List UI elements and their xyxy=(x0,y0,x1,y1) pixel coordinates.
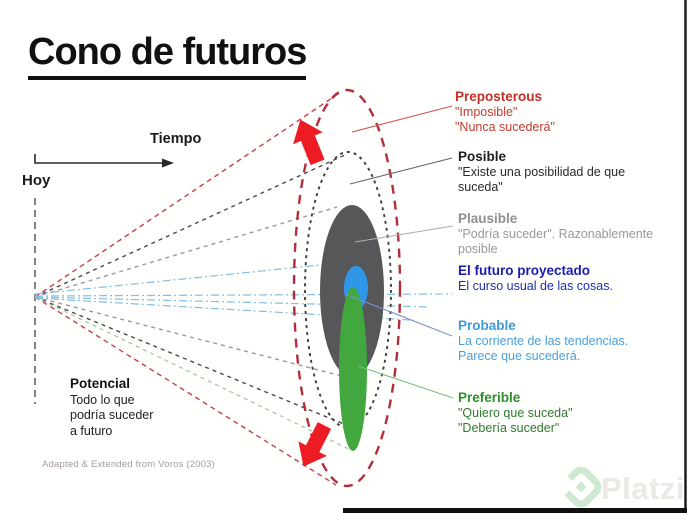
legend-line: "Quiero que suceda" xyxy=(458,406,573,421)
posible-ellipse xyxy=(304,151,392,429)
frame-bottom-bar xyxy=(343,508,687,513)
legend-line: "Imposible" xyxy=(455,105,518,120)
legend-plausible: Plausible "Podría suceder". Razonablemen… xyxy=(458,211,684,258)
platzi-watermark-text: Platzi xyxy=(601,471,685,506)
legend-title: Plausible xyxy=(458,211,518,226)
potential-line: Todo lo que xyxy=(70,392,135,407)
time-axis-label: Tiempo xyxy=(150,131,202,147)
legend-line: "Nunca sucederá" xyxy=(455,120,555,135)
preposterous-ellipse xyxy=(292,88,402,488)
legend-posible: Posible "Existe una posibilidad de que s… xyxy=(458,149,684,196)
potential-label-block: Potencial Todo lo que podría suceder a f… xyxy=(70,376,153,439)
label-leader-lines xyxy=(344,105,454,399)
legend-line: posible xyxy=(458,242,498,257)
preferible-ellipse xyxy=(339,287,367,451)
legend-line: "Existe una posibilidad de que xyxy=(458,165,626,180)
legend-title: Preposterous xyxy=(455,89,543,104)
legend-line: El curso usual de las cosas. xyxy=(458,279,613,294)
time-axis-arrow-icon xyxy=(34,154,174,168)
legend-title: El futuro proyectado xyxy=(458,263,591,278)
potential-line: podría suceder xyxy=(70,408,154,422)
legend-line: "Debería suceder" xyxy=(458,421,560,436)
legend-line: Parece que sucederá. xyxy=(458,349,581,364)
legend-title: Posible xyxy=(458,149,507,164)
platzi-logo-icon xyxy=(552,466,602,508)
legend-probable: Probable La corriente de las tendencias.… xyxy=(458,318,684,365)
potential-title: Potencial xyxy=(70,376,131,391)
legend-title: Preferible xyxy=(458,390,521,405)
legend-line: La corriente de las tendencias. xyxy=(458,334,629,349)
source-footnote: Adapted & Extended from Voros (2003) xyxy=(42,459,216,470)
legend-preferible: Preferible "Quiero que suceda" "Debería … xyxy=(458,390,684,437)
potential-line: a futuro xyxy=(70,423,113,438)
expansion-arrow-down-icon xyxy=(298,422,332,467)
legend-title: Probable xyxy=(458,318,516,333)
legend-futuro-proyectado: El futuro proyectado El curso usual de l… xyxy=(458,263,684,294)
legend-preposterous: Preposterous "Imposible" "Nunca sucederá… xyxy=(455,89,681,136)
expansion-arrow-up-icon xyxy=(293,119,325,166)
page-title: Cono de futuros xyxy=(28,32,307,80)
today-axis-label: Hoy xyxy=(22,172,51,189)
legend-line: "Podría suceder". Razonablemente xyxy=(458,227,654,242)
legend-line: suceda" xyxy=(458,180,503,195)
